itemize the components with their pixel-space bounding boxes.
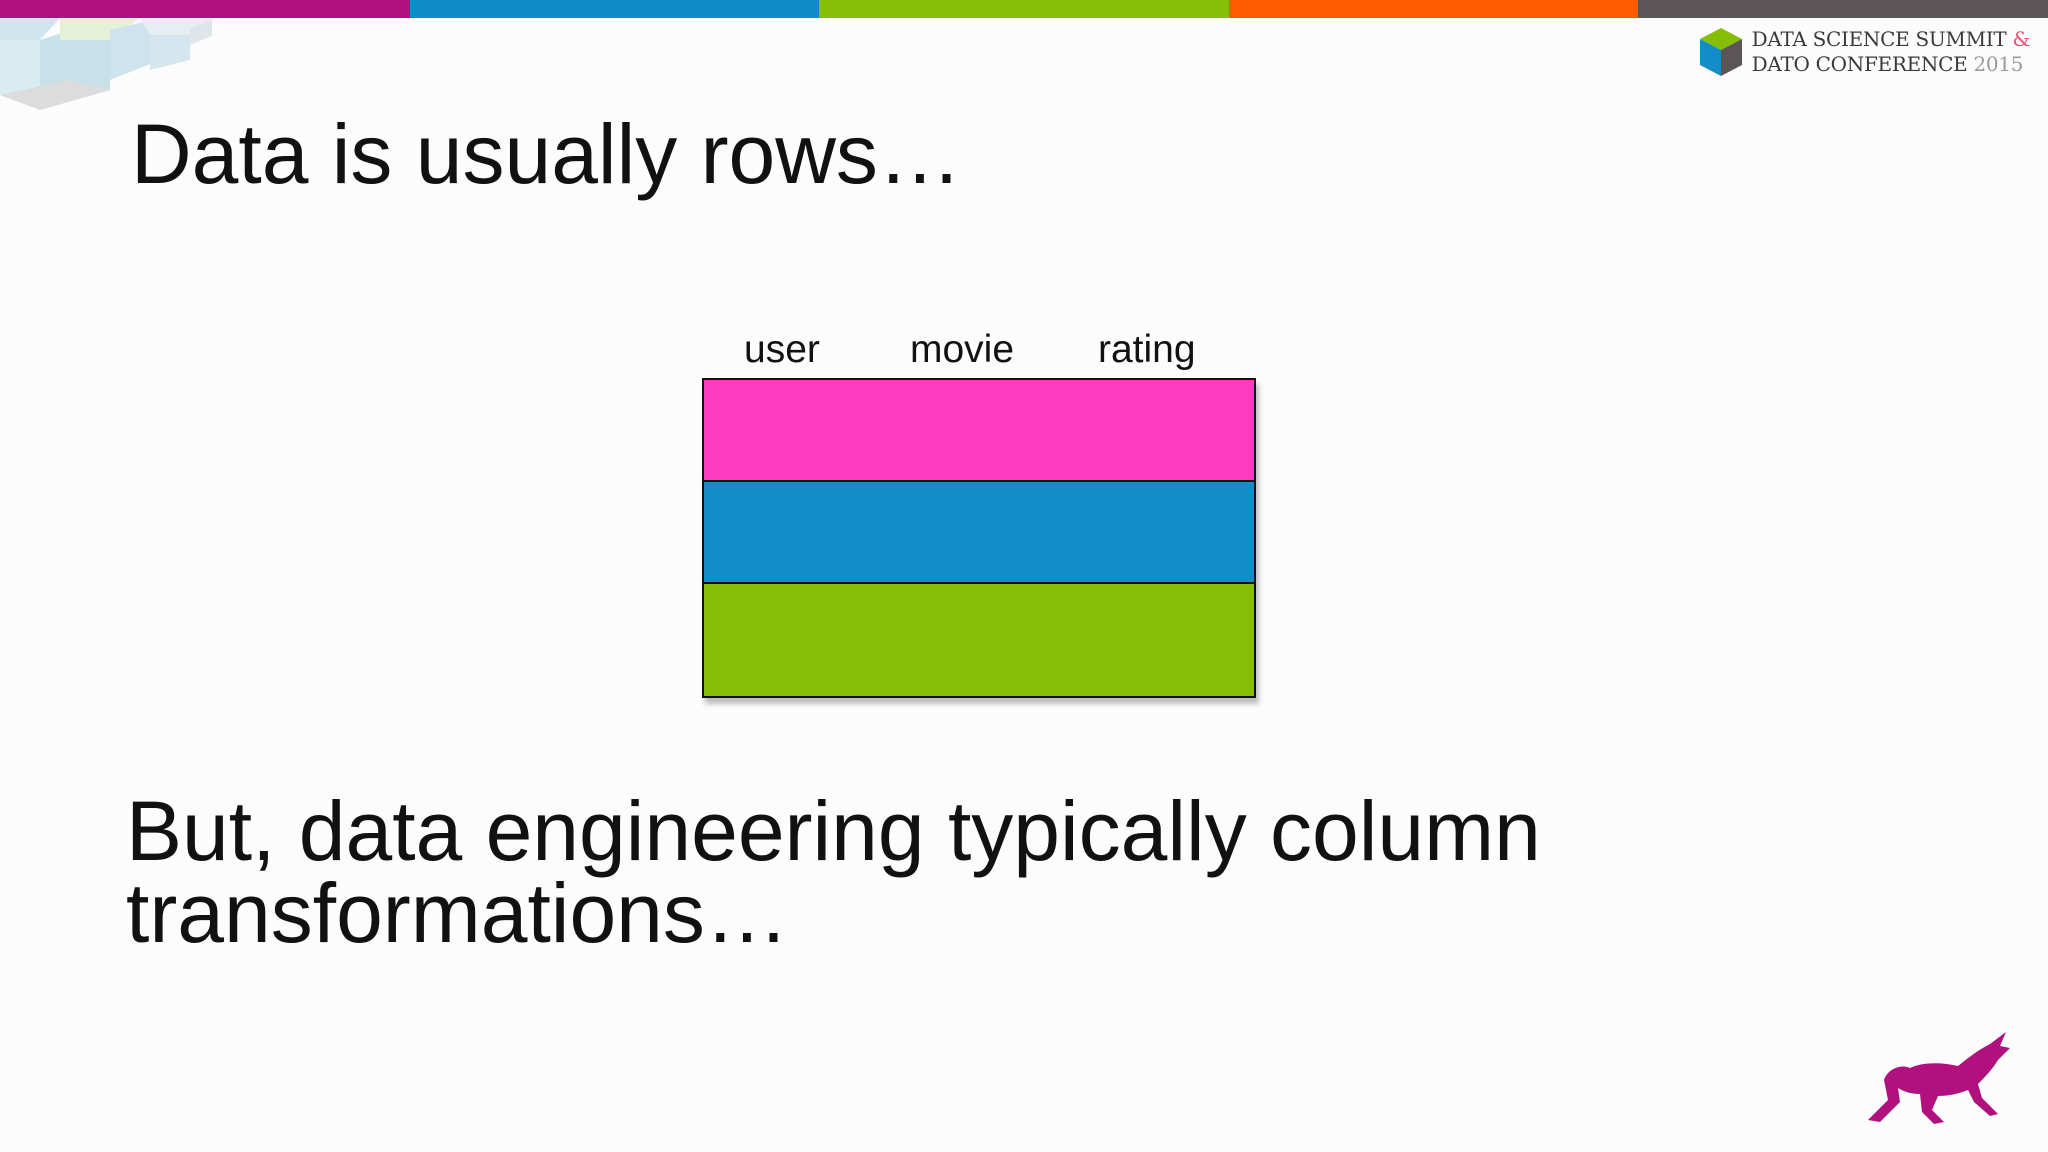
- brand-line-2: DATO CONFERENCE: [1751, 52, 1968, 76]
- brand-ampersand: &: [2012, 27, 2030, 51]
- color-bar-segment: [0, 0, 410, 18]
- color-bar-segment: [1638, 0, 2048, 18]
- top-color-bar: [0, 0, 2048, 18]
- dato-cube-logo-icon: [1699, 28, 1742, 76]
- rows-table-figure: user movie rating: [702, 328, 1256, 698]
- brand-logo: DATA SCIENCE SUMMIT & DATO CONFERENCE 20…: [1698, 26, 2030, 78]
- table-row: [704, 584, 1254, 696]
- brand-year: 2015: [1973, 52, 2024, 76]
- rows-box: [702, 378, 1256, 698]
- brand-wordmark: DATA SCIENCE SUMMIT & DATO CONFERENCE 20…: [1751, 27, 2031, 77]
- dog-mascot-icon: [1868, 1032, 2010, 1124]
- column-headers: user movie rating: [702, 328, 1256, 378]
- table-row: [704, 482, 1254, 584]
- cubes-decoration-icon: [0, 18, 215, 110]
- color-bar-segment: [819, 0, 1229, 18]
- slide-subtitle: But, data engineering typically column t…: [126, 784, 1541, 961]
- color-bar-segment: [409, 0, 820, 18]
- table-row: [704, 380, 1254, 482]
- color-bar-segment: [1228, 0, 1639, 18]
- slide-title: Data is usually rows…: [131, 107, 962, 201]
- brand-line-1: DATA SCIENCE SUMMIT: [1751, 27, 2007, 51]
- column-header-movie: movie: [910, 328, 1015, 371]
- column-header-rating: rating: [1098, 328, 1196, 371]
- column-header-user: user: [744, 328, 820, 371]
